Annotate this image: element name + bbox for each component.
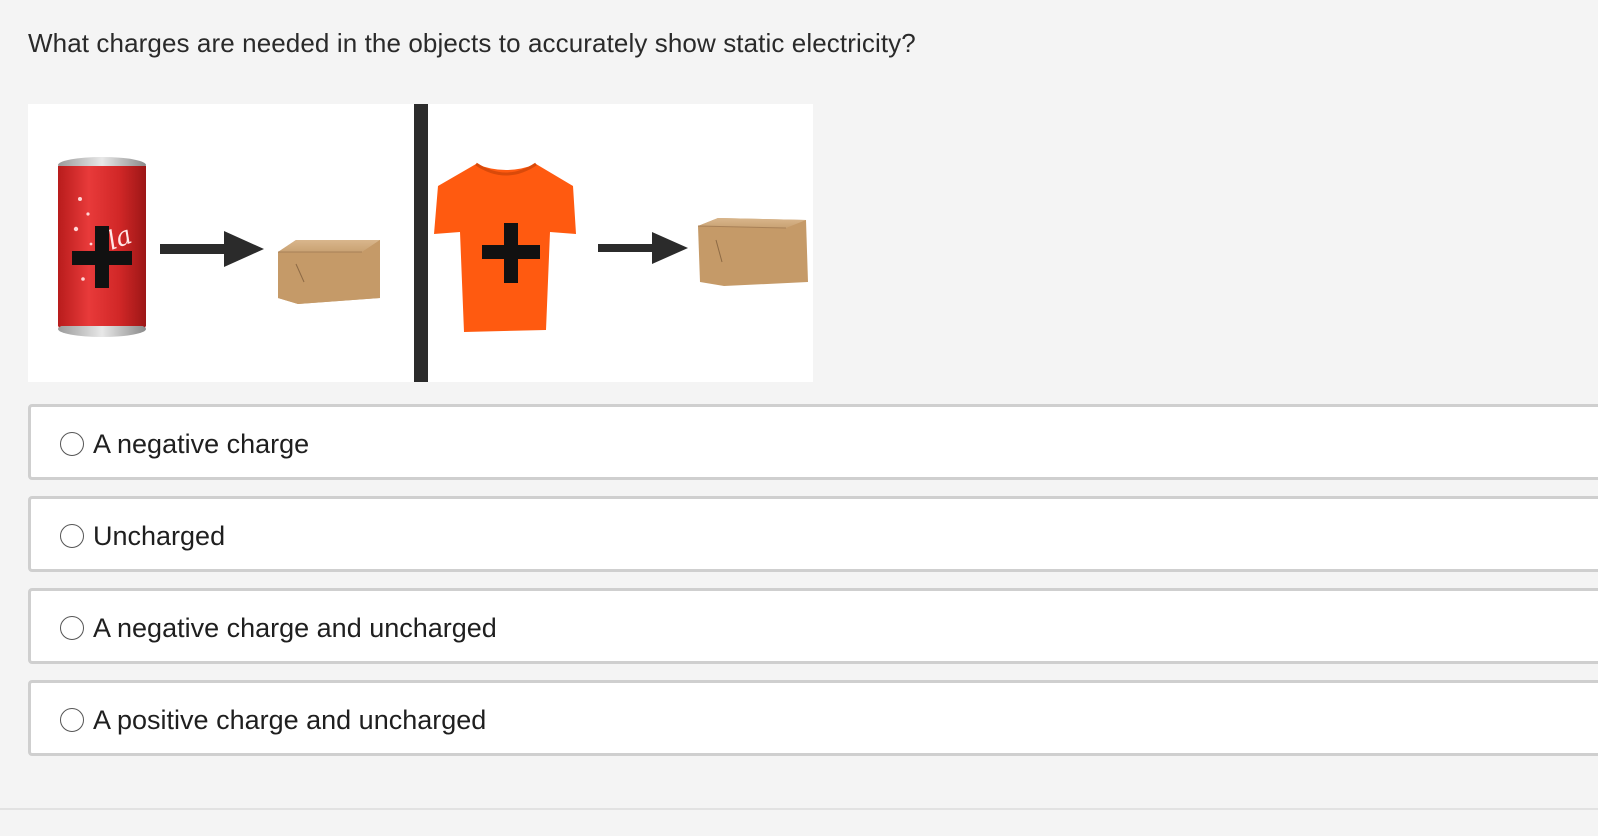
option-label: Uncharged (93, 521, 226, 551)
option-label: A negative charge (93, 429, 310, 459)
radio-button[interactable] (60, 524, 84, 548)
t-shirt-icon (434, 162, 576, 332)
arrow-right-icon (598, 232, 688, 264)
answer-option-positive-and-uncharged[interactable]: A positive charge and uncharged (28, 680, 1598, 756)
radio-button[interactable] (60, 432, 84, 456)
box-icon (697, 218, 808, 286)
option-label: A positive charge and uncharged (93, 705, 487, 735)
question-text: What charges are needed in the objects t… (28, 28, 916, 58)
question-figure: la (28, 104, 813, 382)
soda-can-icon: la (58, 157, 146, 337)
radio-button[interactable] (60, 616, 84, 640)
answer-option-negative-and-uncharged[interactable]: A negative charge and uncharged (28, 588, 1598, 664)
answer-option-a-negative-charge[interactable]: A negative charge (28, 404, 1598, 480)
divider (414, 104, 428, 382)
option-label: A negative charge and uncharged (93, 613, 497, 643)
arrow-right-icon (160, 231, 264, 267)
divider (0, 808, 1598, 810)
radio-button[interactable] (60, 708, 84, 732)
box-icon (278, 240, 380, 304)
answer-option-uncharged[interactable]: Uncharged (28, 496, 1598, 572)
